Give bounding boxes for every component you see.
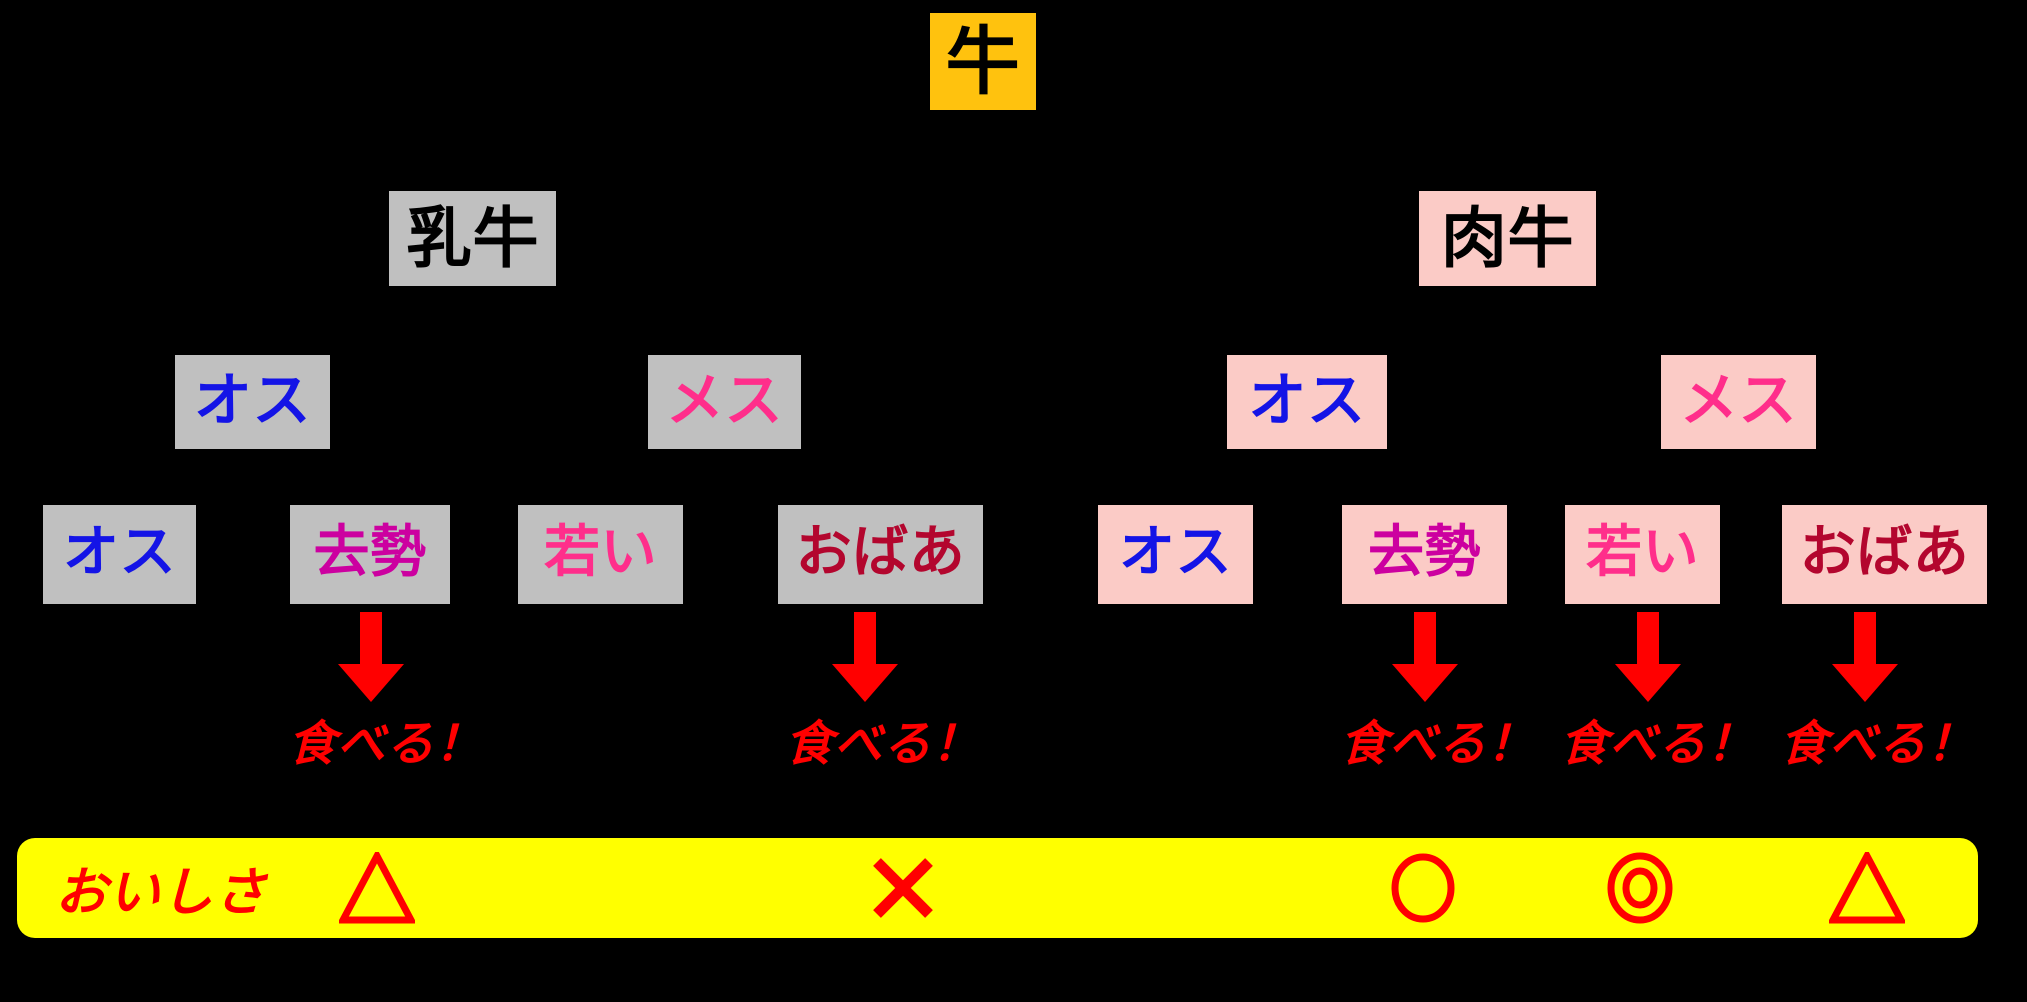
rating-double-circle-icon <box>1602 852 1678 924</box>
down-arrow-icon <box>830 612 900 702</box>
down-arrow-icon <box>1830 612 1900 702</box>
eat-label: 食べる！ <box>288 716 484 772</box>
rating-triangle-icon <box>339 852 415 924</box>
eat-label: 食べる！ <box>1780 716 1976 772</box>
root-node-cow: 牛 <box>930 13 1036 110</box>
down-arrow-icon <box>336 612 406 702</box>
node-dairy-male-intact-label: オス <box>62 519 177 585</box>
node-dairy-male-castrated: 去勢 <box>290 505 450 604</box>
rating-circle-icon <box>1385 852 1461 924</box>
node-dairy-cow-label: 乳牛 <box>405 199 540 277</box>
node-beef-female-label: メス <box>1679 366 1798 434</box>
node-beef-cow: 肉牛 <box>1419 191 1596 286</box>
node-beef-male-intact-label: オス <box>1118 519 1233 585</box>
node-beef-female-old-label: おばあ <box>1799 519 1970 585</box>
eat-label: 食べる！ <box>785 716 981 772</box>
node-dairy-male: オス <box>175 355 330 449</box>
node-dairy-female-young-label: 若い <box>543 519 658 585</box>
node-dairy-male-label: オス <box>193 366 312 434</box>
node-dairy-male-intact: オス <box>43 505 196 604</box>
node-dairy-cow: 乳牛 <box>389 191 556 286</box>
node-beef-female-young-label: 若い <box>1585 519 1700 585</box>
node-beef-male-intact: オス <box>1098 505 1253 604</box>
root-node-label: 牛 <box>945 18 1021 105</box>
eat-label: 食べる！ <box>1340 716 1536 772</box>
rating-triangle-icon <box>1829 852 1905 924</box>
tastiness-bar: おいしさ <box>17 838 1978 938</box>
rating-cross-icon <box>865 852 941 924</box>
node-dairy-female-old: おばあ <box>778 505 983 604</box>
eat-label: 食べる！ <box>1560 716 1756 772</box>
node-dairy-female-label: メス <box>665 366 784 434</box>
node-beef-female-old: おばあ <box>1782 505 1987 604</box>
down-arrow-icon <box>1613 612 1683 702</box>
node-beef-male-label: オス <box>1248 366 1366 434</box>
node-beef-cow-label: 肉牛 <box>1440 199 1575 277</box>
node-beef-male-castrated: 去勢 <box>1342 505 1507 604</box>
tastiness-label: おいしさ <box>55 863 268 923</box>
node-dairy-female: メス <box>648 355 801 449</box>
node-beef-male: オス <box>1227 355 1387 449</box>
node-dairy-female-young: 若い <box>518 505 683 604</box>
node-beef-female-young: 若い <box>1565 505 1720 604</box>
down-arrow-icon <box>1390 612 1460 702</box>
node-dairy-female-old-label: おばあ <box>795 519 966 585</box>
node-beef-male-castrated-label: 去勢 <box>1367 519 1482 585</box>
node-beef-female: メス <box>1661 355 1816 449</box>
node-dairy-male-castrated-label: 去勢 <box>313 519 427 585</box>
